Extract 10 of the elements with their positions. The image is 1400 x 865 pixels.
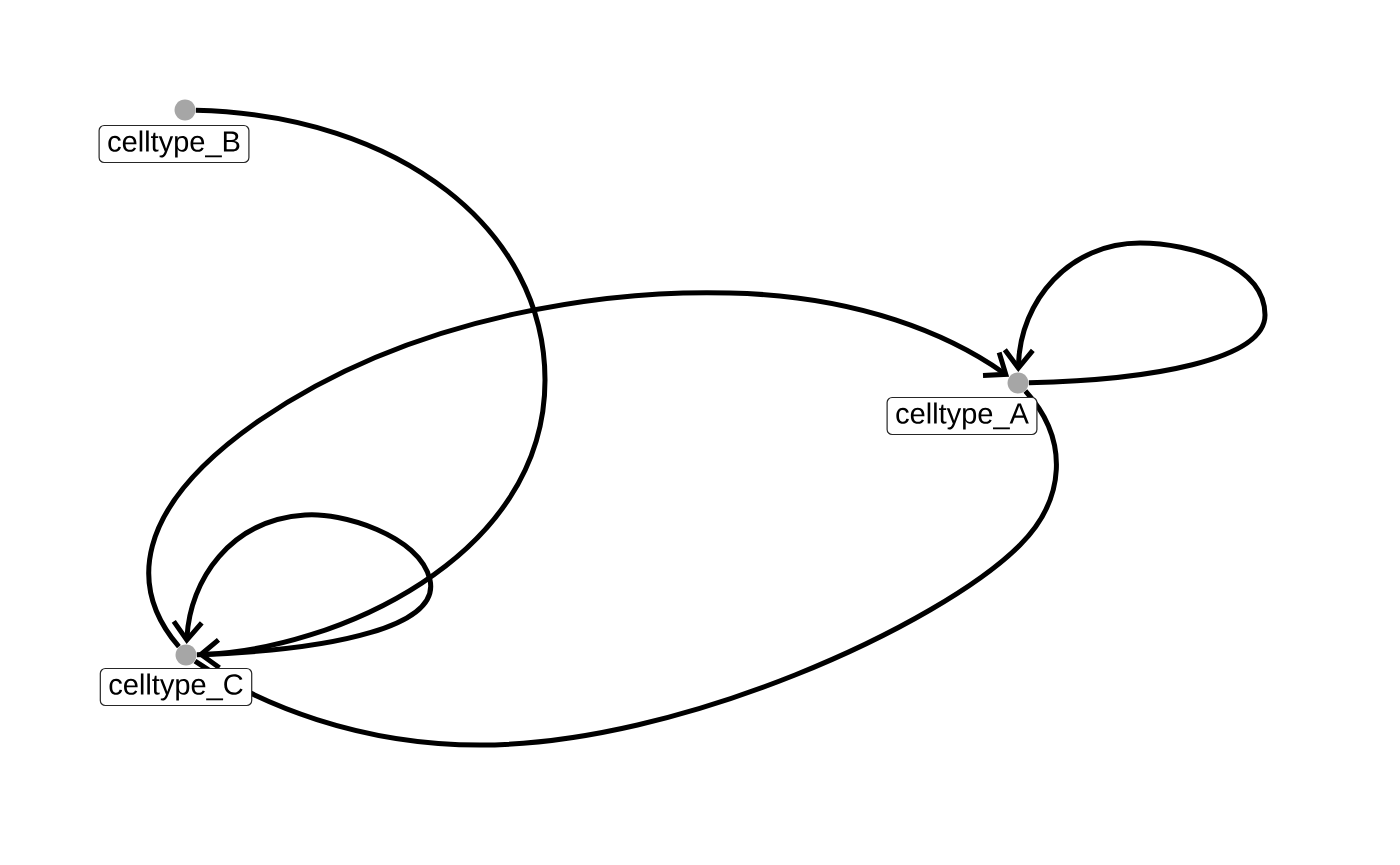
vertex-dot: [174, 99, 196, 121]
vertex-label: celltype_A: [886, 396, 1038, 436]
vertex-label: celltype_B: [98, 124, 250, 164]
arrow: [146, 290, 1010, 649]
vertex-label: celltype_C: [99, 667, 253, 707]
vertex-dot: [1007, 372, 1029, 394]
arrow: [195, 107, 548, 670]
vertex-dot: [175, 644, 197, 666]
arrow: [171, 512, 433, 658]
arrow: [1002, 240, 1268, 386]
